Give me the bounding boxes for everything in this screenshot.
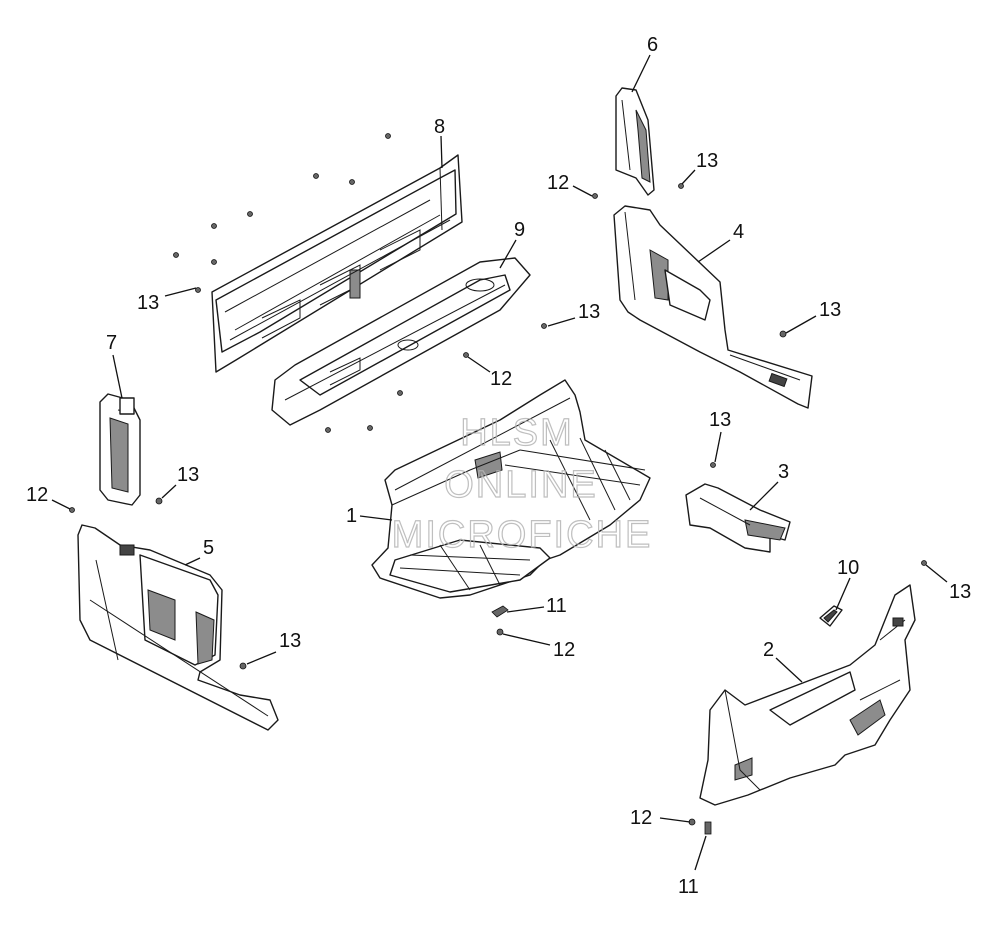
- callout-13-upper-right: 13: [696, 150, 718, 172]
- fasteners: [69, 133, 927, 835]
- callout-12-mid: 12: [490, 368, 512, 390]
- part-4-right-side-panel: [613, 205, 813, 409]
- floor-ribs: [399, 437, 646, 591]
- callout-13-bracket: 13: [709, 409, 731, 431]
- part-5-left-side-panel: [77, 524, 279, 731]
- part-8-rear-panel: [211, 154, 463, 373]
- watermark-line-1: HLSM: [460, 412, 574, 454]
- callout-12-left: 12: [26, 484, 48, 506]
- part-10-clip: [819, 605, 843, 627]
- callout-11-bottom: 11: [678, 876, 699, 898]
- part-1-floor-tub: [371, 379, 651, 599]
- callout-12-top: 12: [547, 172, 569, 194]
- callout-13-cross-member: 13: [578, 301, 600, 323]
- callout-13-left-panel: 13: [279, 630, 301, 652]
- callout-9: 9: [514, 219, 525, 241]
- callout-10: 10: [837, 557, 859, 579]
- leader-lines: [51, 54, 948, 871]
- callout-7: 7: [106, 332, 117, 354]
- callout-13-left-trim: 13: [177, 464, 199, 486]
- callout-13-right-panel: 13: [819, 299, 841, 321]
- part-3-bracket: [685, 483, 791, 553]
- callout-3: 3: [778, 461, 789, 483]
- callout-1: 1: [346, 505, 357, 527]
- part-7-left-trim: [99, 393, 141, 506]
- callout-5: 5: [203, 537, 214, 559]
- part-9-cross-member: [271, 257, 531, 426]
- callout-labels: 1 2 3 4 5 6 7 8 9 10 11 11 12 12 12 12 1…: [26, 34, 971, 898]
- callout-2: 2: [763, 639, 774, 661]
- part-6-upper-trim: [615, 87, 655, 196]
- callout-12-center: 12: [553, 639, 575, 661]
- part-2-lower-right-panel: [699, 584, 916, 806]
- callout-6: 6: [647, 34, 658, 56]
- watermark-line-2: ONLINE: [444, 464, 597, 506]
- callout-8: 8: [434, 116, 445, 138]
- callout-13-far-right: 13: [949, 581, 971, 603]
- watermark: HLSM ONLINE MICROFICHE: [391, 411, 653, 556]
- callout-13-rear-panel: 13: [137, 292, 159, 314]
- watermark-line-3: MICROFICHE: [392, 514, 653, 556]
- callout-4: 4: [733, 221, 744, 243]
- callout-11-center: 11: [546, 595, 567, 617]
- callout-12-bottom: 12: [630, 807, 652, 829]
